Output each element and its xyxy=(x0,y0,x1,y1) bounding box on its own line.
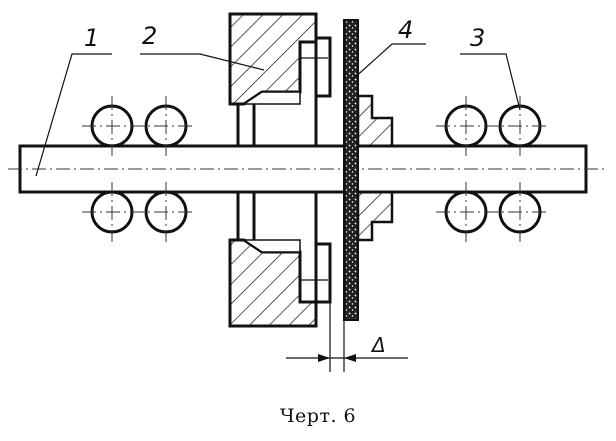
leaders: 1 2 4 3 xyxy=(35,16,521,177)
drawing-caption: Черт. 6 xyxy=(280,405,356,427)
roller-group-bottom-left xyxy=(82,182,196,242)
rollers xyxy=(82,96,550,242)
callout-4: 4 xyxy=(398,16,413,44)
gap-label: Δ xyxy=(370,333,386,357)
callout-2: 2 xyxy=(142,22,157,50)
callout-3: 3 xyxy=(470,24,485,52)
roller-group-top-left xyxy=(82,96,196,156)
roller-group-top-right xyxy=(436,96,550,156)
flange xyxy=(228,12,332,328)
abrasive-disc xyxy=(343,19,394,321)
roller-group-bottom-right xyxy=(436,182,550,242)
gap-dimension: Δ xyxy=(286,302,408,372)
callout-1: 1 xyxy=(84,24,99,52)
shaft xyxy=(8,144,604,194)
